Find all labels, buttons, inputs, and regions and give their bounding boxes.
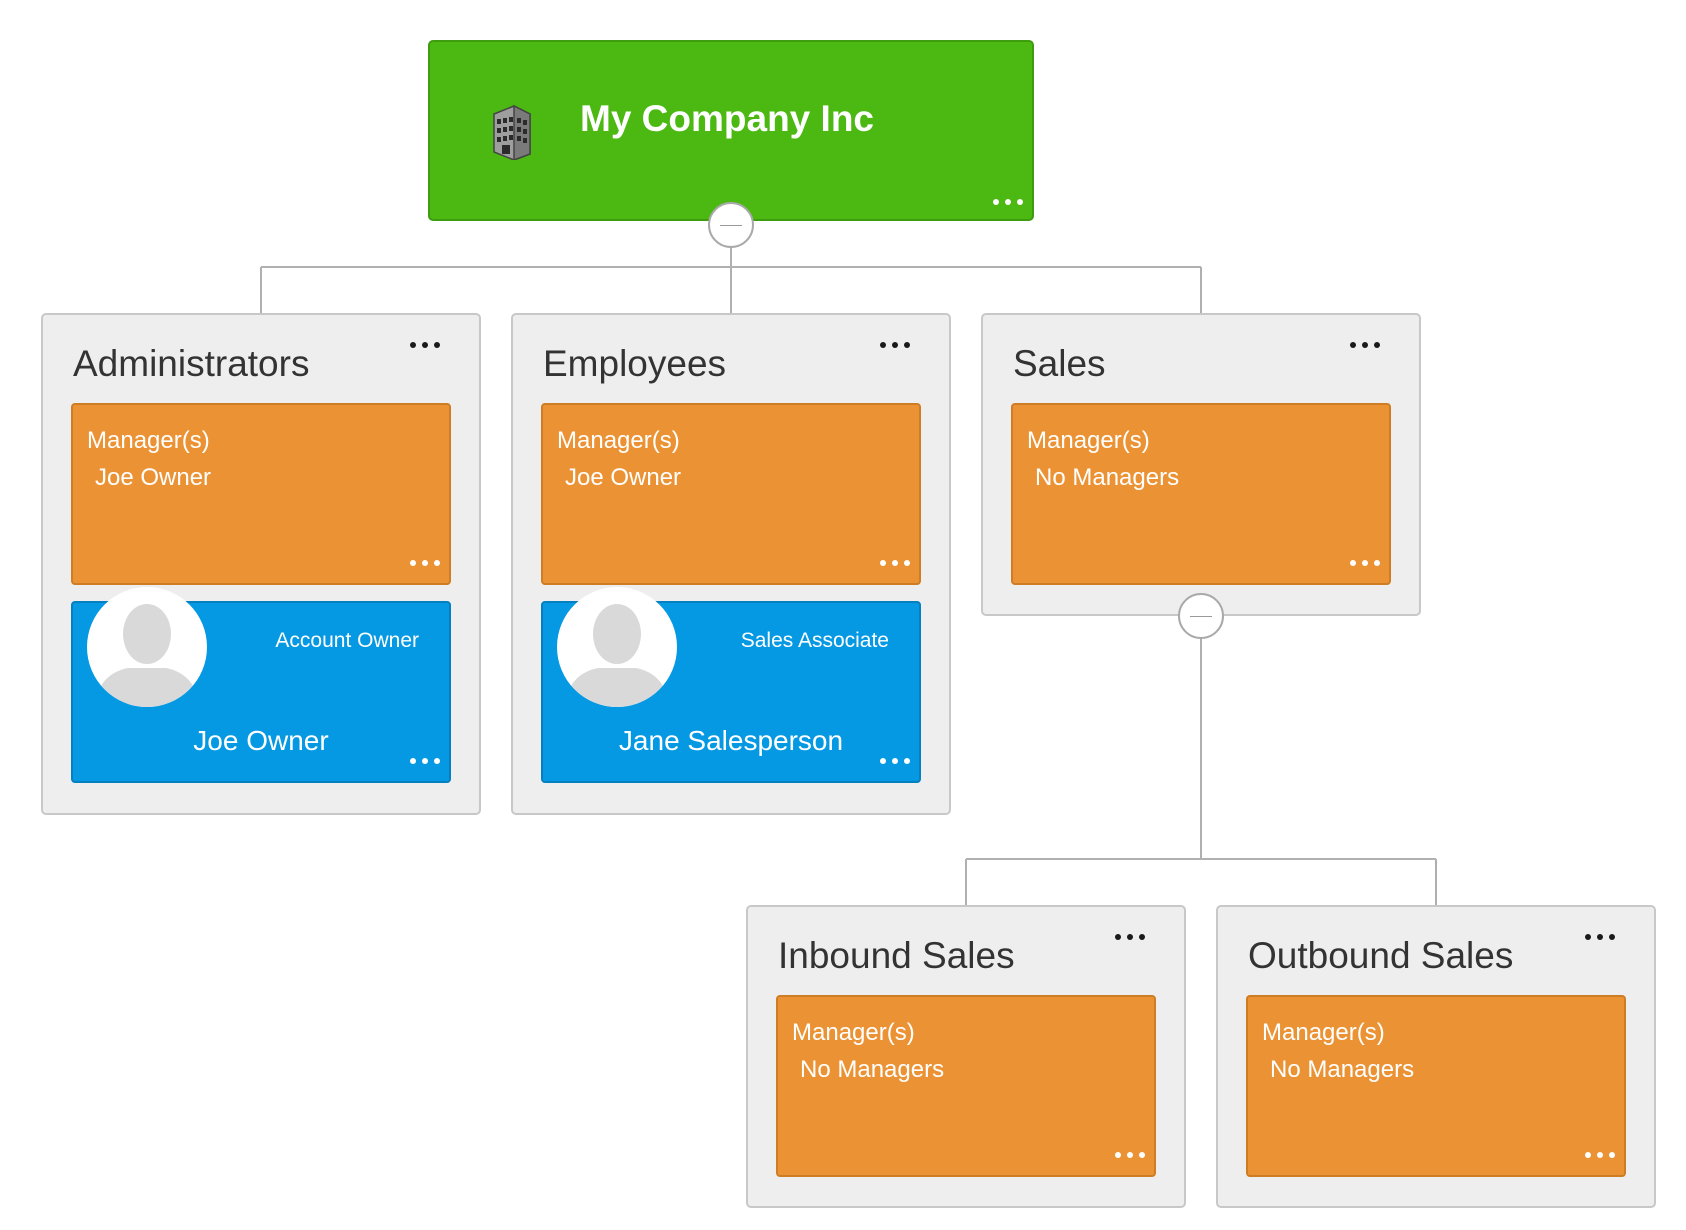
office-building-icon — [493, 104, 531, 160]
managers-card[interactable]: Manager(s) No Managers — [1011, 403, 1391, 585]
managers-label: Manager(s) — [87, 427, 210, 454]
managers-card[interactable]: Manager(s) Joe Owner — [541, 403, 921, 585]
managers-value: No Managers — [1270, 1056, 1415, 1083]
managers-value: No Managers — [800, 1056, 945, 1083]
root-node-my-company[interactable]: My Company Inc — [428, 40, 1034, 221]
managers-more-options-button[interactable] — [878, 558, 912, 568]
group-title: Inbound Sales — [778, 935, 1015, 976]
managers-value: No Managers — [1035, 464, 1180, 491]
managers-more-options-button[interactable] — [408, 558, 442, 568]
group-inbound-sales[interactable]: Inbound Sales Manager(s) No Managers — [746, 905, 1186, 1208]
group-title: Employees — [543, 343, 727, 384]
person-more-options-button[interactable] — [408, 756, 442, 766]
person-role: Account Owner — [275, 629, 419, 652]
person-role: Sales Associate — [740, 629, 889, 652]
person-name: Joe Owner — [193, 725, 329, 756]
root-title: My Company Inc — [580, 98, 874, 139]
managers-label: Manager(s) — [792, 1019, 915, 1046]
group-more-options-button[interactable] — [408, 340, 442, 350]
avatar-placeholder-icon — [87, 587, 207, 707]
group-more-options-button[interactable] — [878, 340, 912, 350]
person-name: Jane Salesperson — [618, 725, 844, 756]
group-sales[interactable]: Sales Manager(s) No Managers — [981, 313, 1421, 616]
group-administrators[interactable]: Administrators Manager(s) Joe Owner Acco… — [41, 313, 481, 815]
managers-more-options-button[interactable] — [1348, 558, 1382, 568]
managers-value: Joe Owner — [565, 464, 682, 491]
group-more-options-button[interactable] — [1348, 340, 1382, 350]
root-more-options-button[interactable] — [991, 197, 1025, 207]
group-employees[interactable]: Employees Manager(s) Joe Owner Sales Ass… — [511, 313, 951, 815]
avatar-placeholder-icon — [557, 587, 677, 707]
person-card[interactable]: Account Owner Joe Owner — [71, 587, 451, 783]
managers-card[interactable]: Manager(s) Joe Owner — [71, 403, 451, 585]
managers-card[interactable]: Manager(s) No Managers — [776, 995, 1156, 1177]
group-title: Sales — [1013, 343, 1106, 384]
group-outbound-sales[interactable]: Outbound Sales Manager(s) No Managers — [1216, 905, 1656, 1208]
sales-collapse-button[interactable] — [1178, 593, 1224, 639]
managers-label: Manager(s) — [1027, 427, 1150, 454]
managers-value: Joe Owner — [95, 464, 212, 491]
person-card[interactable]: Sales Associate Jane Salesperson — [541, 587, 921, 783]
managers-more-options-button[interactable] — [1583, 1150, 1617, 1160]
managers-label: Manager(s) — [557, 427, 680, 454]
group-title: Administrators — [73, 343, 310, 384]
person-more-options-button[interactable] — [878, 756, 912, 766]
managers-label: Manager(s) — [1262, 1019, 1385, 1046]
group-title: Outbound Sales — [1248, 935, 1514, 976]
managers-card[interactable]: Manager(s) No Managers — [1246, 995, 1626, 1177]
managers-more-options-button[interactable] — [1113, 1150, 1147, 1160]
group-more-options-button[interactable] — [1113, 932, 1147, 942]
root-collapse-button[interactable] — [708, 202, 754, 248]
group-more-options-button[interactable] — [1583, 932, 1617, 942]
